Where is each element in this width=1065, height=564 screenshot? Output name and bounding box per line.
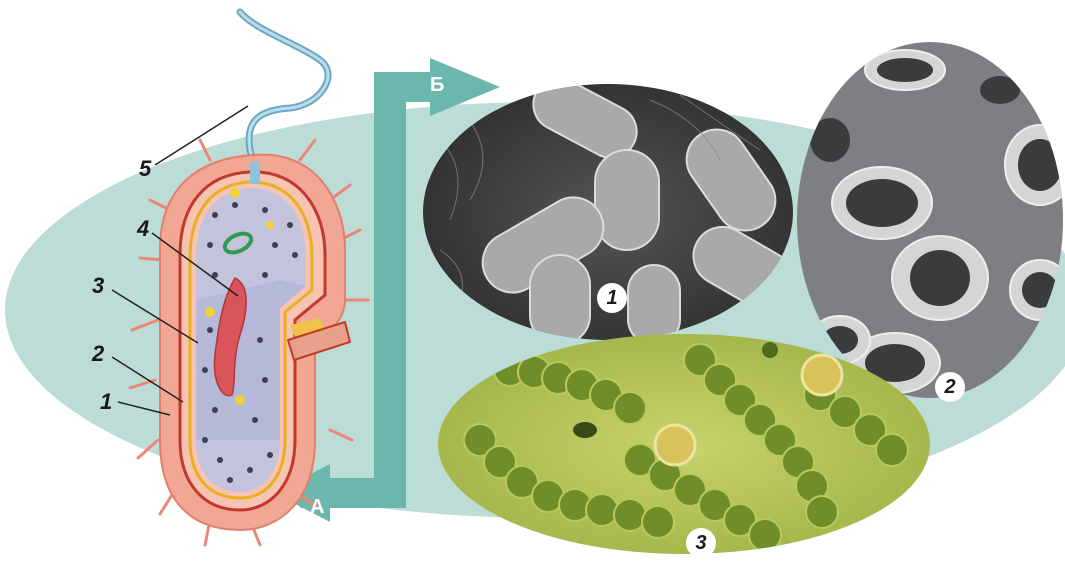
photo-2-number: 2: [935, 372, 965, 402]
arrow-label-b: Б: [430, 75, 444, 95]
photo-1-number: 1: [597, 283, 627, 313]
label-part-2: 2: [92, 343, 104, 365]
label-part-5: 5: [139, 158, 151, 180]
label-part-4: 4: [137, 218, 149, 240]
label-part-1: 1: [100, 391, 112, 413]
photo-3-number: 3: [686, 528, 716, 558]
arrow-label-a: А: [310, 497, 324, 517]
label-part-3: 3: [92, 275, 104, 297]
